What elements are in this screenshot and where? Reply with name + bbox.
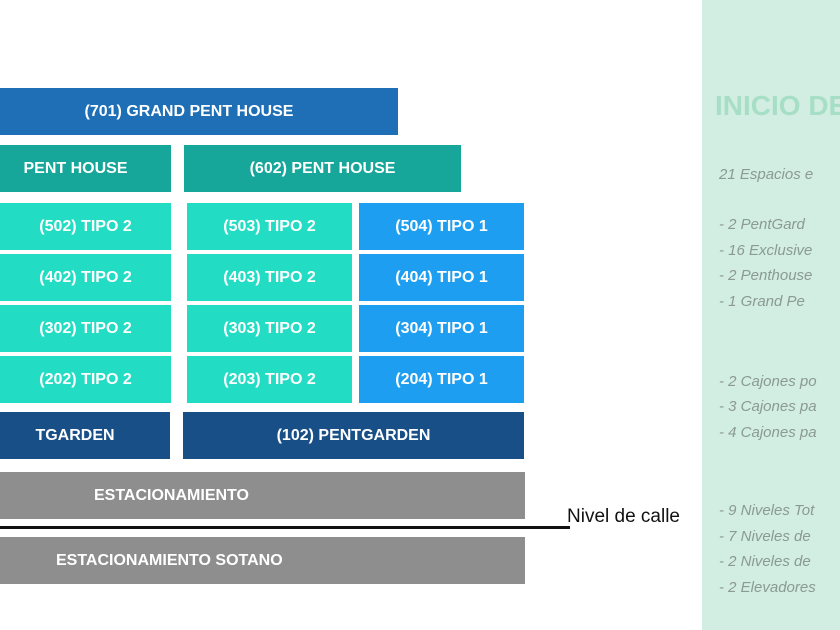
parking-item: - 3 Cajones pa bbox=[719, 398, 817, 415]
unit-302-tipo-2: (302) TIPO 2 bbox=[0, 305, 171, 352]
unit-304-label: (304) TIPO 1 bbox=[395, 319, 488, 337]
levels-item: - 2 Elevadores bbox=[719, 579, 816, 596]
unit-602-pent-house: (602) PENT HOUSE bbox=[184, 145, 461, 192]
unit-101-pentgarden: TGARDEN bbox=[0, 412, 170, 459]
basement-parking-label: ESTACIONAMIENTO SOTANO bbox=[56, 551, 283, 569]
side-panel-title: INICIO DE bbox=[715, 90, 840, 121]
unit-101-label: TGARDEN bbox=[35, 426, 115, 444]
units-item: - 2 Penthouse bbox=[719, 267, 813, 284]
unit-404-label: (404) TIPO 1 bbox=[395, 268, 488, 286]
unit-601-label: PENT HOUSE bbox=[23, 159, 128, 177]
unit-404-tipo-1: (404) TIPO 1 bbox=[359, 254, 524, 301]
unit-602-label: (602) PENT HOUSE bbox=[249, 159, 396, 177]
parking-item: - 2 Cajones po bbox=[719, 373, 817, 390]
unit-504-tipo-1: (504) TIPO 1 bbox=[359, 203, 524, 250]
unit-701-label: (701) GRAND PENT HOUSE bbox=[84, 102, 294, 120]
unit-202-label: (202) TIPO 2 bbox=[39, 370, 132, 388]
levels-item: - 2 Niveles de bbox=[719, 553, 811, 570]
unit-102-pentgarden: (102) PENTGARDEN bbox=[183, 412, 524, 459]
unit-503-tipo-2: (503) TIPO 2 bbox=[187, 203, 352, 250]
unit-202-tipo-2: (202) TIPO 2 bbox=[0, 356, 171, 403]
units-item: - 16 Exclusive bbox=[719, 242, 813, 259]
units-item: - 1 Grand Pe bbox=[719, 293, 805, 310]
unit-403-tipo-2: (403) TIPO 2 bbox=[187, 254, 352, 301]
levels-item: - 7 Niveles de bbox=[719, 528, 811, 545]
unit-204-label: (204) TIPO 1 bbox=[395, 370, 488, 388]
unit-601-pent-house: PENT HOUSE bbox=[0, 145, 171, 192]
unit-504-label: (504) TIPO 1 bbox=[395, 217, 488, 235]
unit-503-label: (503) TIPO 2 bbox=[223, 217, 316, 235]
unit-302-label: (302) TIPO 2 bbox=[39, 319, 132, 337]
units-item: - 2 PentGard bbox=[719, 216, 805, 233]
unit-502-label: (502) TIPO 2 bbox=[39, 217, 132, 235]
unit-402-label: (402) TIPO 2 bbox=[39, 268, 132, 286]
unit-402-tipo-2: (402) TIPO 2 bbox=[0, 254, 171, 301]
unit-303-tipo-2: (303) TIPO 2 bbox=[187, 305, 352, 352]
street-level-line bbox=[0, 526, 570, 529]
side-panel: INICIO DE 21 Espacios e - 2 PentGard - 1… bbox=[702, 0, 840, 630]
parking-label: ESTACIONAMIENTO bbox=[94, 486, 249, 504]
parking-level: ESTACIONAMIENTO bbox=[0, 472, 525, 519]
unit-304-tipo-1: (304) TIPO 1 bbox=[359, 305, 524, 352]
unit-303-label: (303) TIPO 2 bbox=[223, 319, 316, 337]
unit-102-label: (102) PENTGARDEN bbox=[276, 426, 431, 444]
unit-403-label: (403) TIPO 2 bbox=[223, 268, 316, 286]
street-level-label: Nivel de calle bbox=[567, 506, 680, 527]
basement-parking-level: ESTACIONAMIENTO SOTANO bbox=[0, 537, 525, 584]
unit-204-tipo-1: (204) TIPO 1 bbox=[359, 356, 524, 403]
unit-203-tipo-2: (203) TIPO 2 bbox=[187, 356, 352, 403]
levels-item: - 9 Niveles Tot bbox=[719, 502, 815, 519]
unit-502-tipo-2: (502) TIPO 2 bbox=[0, 203, 171, 250]
parking-item: - 4 Cajones pa bbox=[719, 424, 817, 441]
spaces-heading: 21 Espacios e bbox=[719, 166, 814, 183]
unit-701-grand-pent-house: (701) GRAND PENT HOUSE bbox=[0, 88, 398, 135]
unit-203-label: (203) TIPO 2 bbox=[223, 370, 316, 388]
